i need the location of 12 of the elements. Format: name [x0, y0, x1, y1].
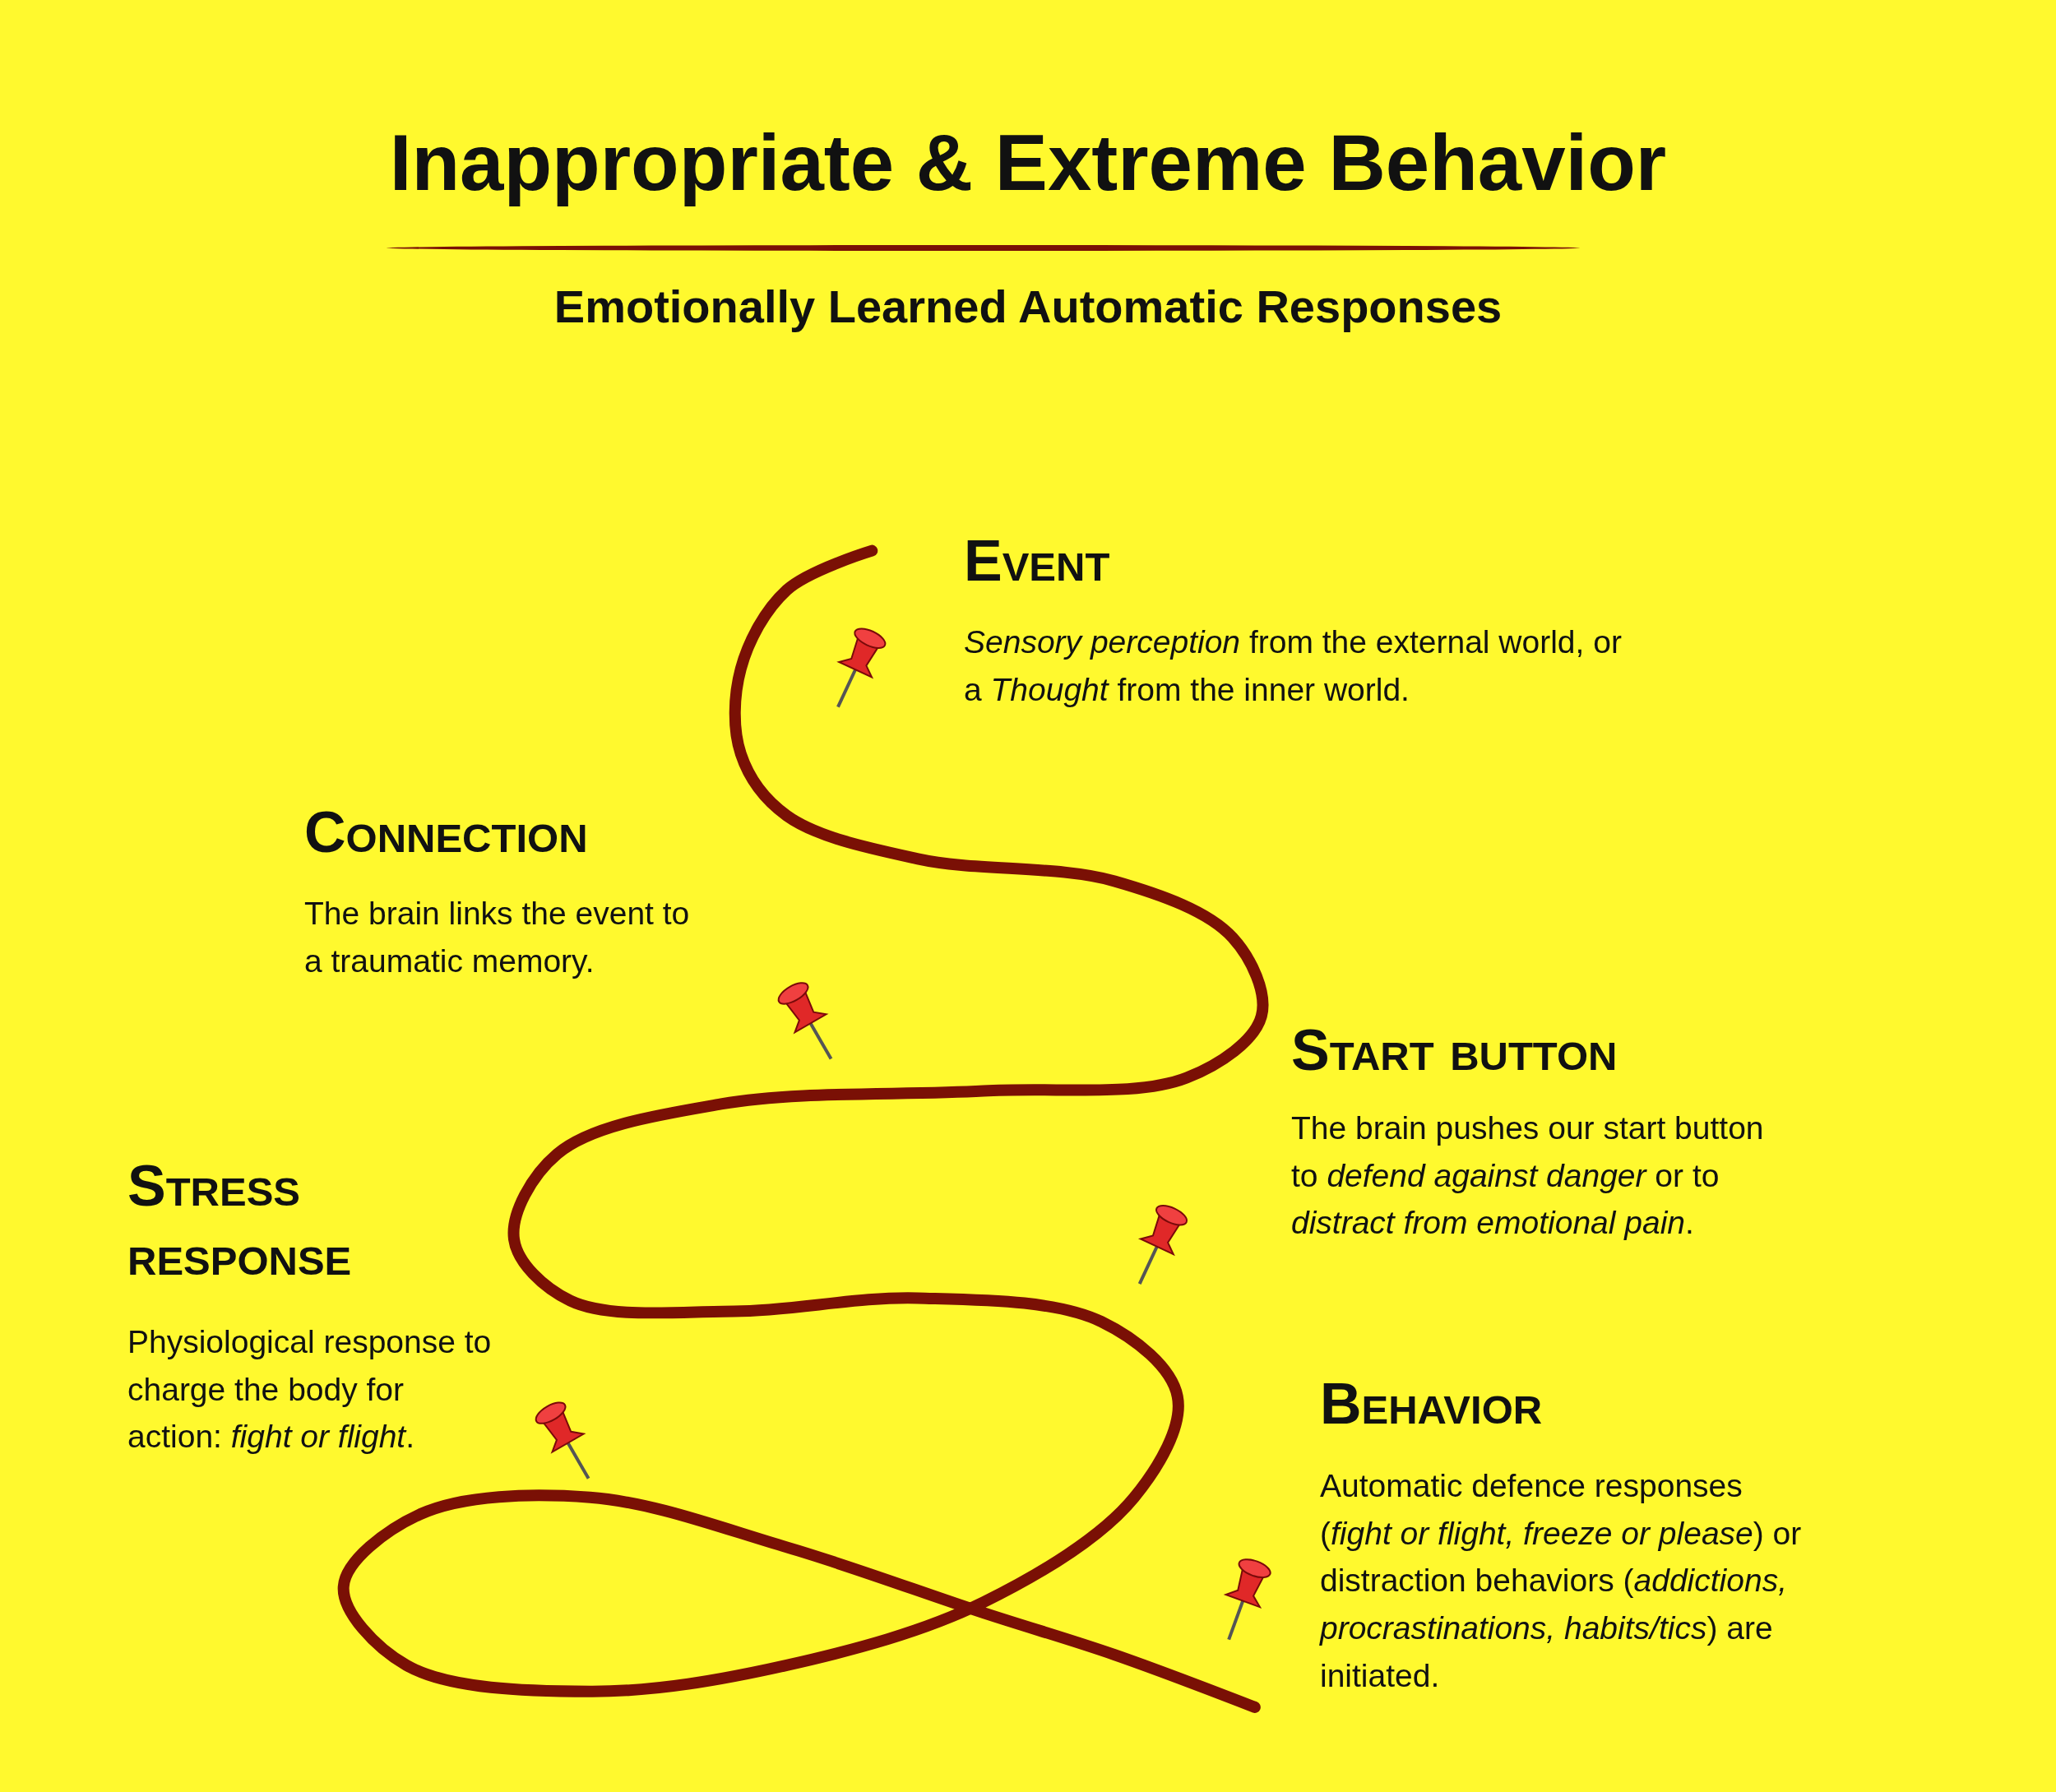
step-description: Physiological response to charge the body for action: fight or flight. [127, 1323, 493, 1456]
step-description: Sensory perception from the external world, or a Thought from the inner world. [964, 623, 1623, 709]
step-heading: Behavior [1320, 1371, 1544, 1438]
step-heading: Event [964, 528, 1111, 595]
step-heading: Start button [1291, 1017, 1618, 1084]
step-heading: Connection [304, 799, 589, 866]
step-description: Automatic defence responses (fight or flight, freeze or please) or distraction behaviors (addictions, procrastinations, habits/tics) are initiated. [1320, 1467, 1803, 1695]
subtitle: Emotionally Learned Automatic Responses [553, 280, 1503, 333]
title: Inappropriate & Extreme Behavior [388, 118, 1668, 208]
step-heading: Stress response [127, 1153, 353, 1289]
step-description: The brain links the event to a traumatic memory. [304, 895, 691, 980]
step-description: The brain pushes our start button to defend against danger or to distract from emotional pain. [1291, 1109, 1765, 1243]
